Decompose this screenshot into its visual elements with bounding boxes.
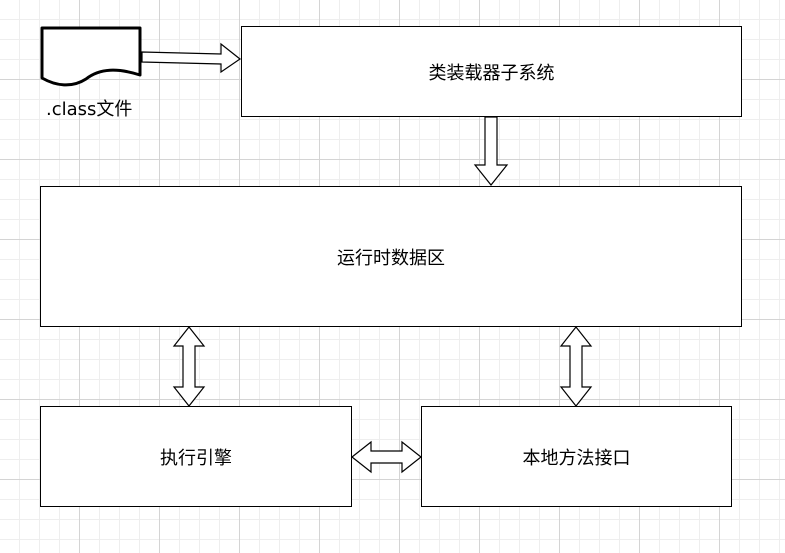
native-method-interface-box: 本地方法接口	[421, 406, 732, 507]
double-arrow-engine-native	[351, 440, 422, 474]
runtime-data-area-box: 运行时数据区	[40, 186, 742, 327]
double-arrow-runtime-native	[559, 326, 593, 407]
native-method-interface-label: 本地方法接口	[522, 447, 631, 469]
execution-engine-box: 执行引擎	[40, 406, 352, 507]
class-loader-subsystem-label: 类装载器子系统	[428, 62, 555, 84]
arrow-document-to-loader	[141, 42, 242, 74]
runtime-data-area-label: 运行时数据区	[337, 247, 445, 269]
execution-engine-label: 执行引擎	[160, 447, 232, 469]
class-file-document-shape	[40, 26, 142, 87]
arrow-loader-to-runtime	[473, 116, 509, 186]
class-loader-subsystem-box: 类装载器子系统	[241, 26, 742, 117]
double-arrow-runtime-engine	[172, 326, 206, 407]
class-file-label: .class文件	[46, 99, 133, 120]
